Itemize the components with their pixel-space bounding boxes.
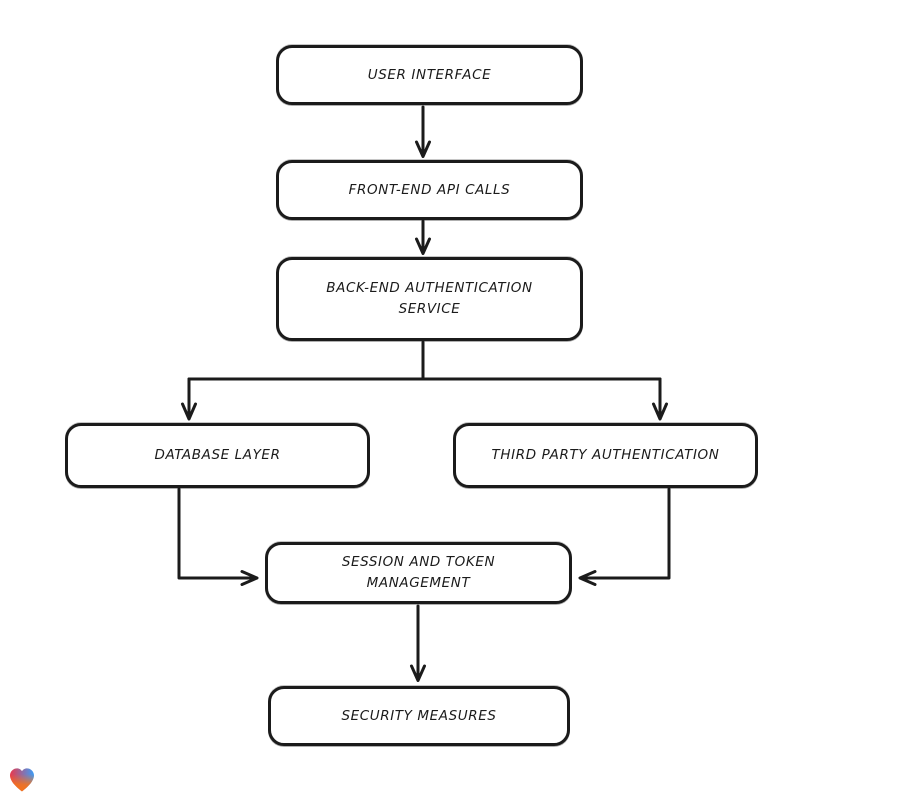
gradient-heart-icon xyxy=(10,768,34,792)
arrowhead-down-icon xyxy=(181,402,197,421)
node-third-party-authentication-label: THIRD PARTY AUTHENTICATION xyxy=(491,447,720,464)
arrowhead-down-icon xyxy=(415,237,431,255)
node-session-and-token-management-label: SESSION AND TOKEN MANAGEMENT xyxy=(341,554,496,591)
node-session-and-token-management: SESSION AND TOKEN MANAGEMENT xyxy=(265,542,572,604)
edge-line xyxy=(582,487,671,580)
lovable-badge[interactable] xyxy=(6,762,38,796)
edge-branch-to-database-layer xyxy=(181,377,197,421)
node-user-interface-label: USER INTERFACE xyxy=(367,66,492,83)
node-front-end-api-calls-label: FRONT-END API CALLS xyxy=(348,181,511,198)
edge-third-party-to-session-management xyxy=(578,487,671,586)
node-third-party-authentication: THIRD PARTY AUTHENTICATION xyxy=(453,423,758,488)
node-security-measures: SECURITY MEASURES xyxy=(268,686,570,746)
node-back-end-authentication-service-label: BACK-END AUTHENTICATION SERVICE xyxy=(326,280,533,317)
edge-line xyxy=(187,340,662,381)
arrowhead-left-icon xyxy=(578,570,597,586)
edge-user-interface-to-front-end-api-calls xyxy=(415,105,431,158)
edge-database-layer-to-session-management xyxy=(177,487,259,586)
arrowhead-down-icon xyxy=(652,402,668,421)
node-user-interface: USER INTERFACE xyxy=(276,45,583,105)
node-database-layer-label: DATABASE LAYER xyxy=(154,447,281,464)
node-database-layer: DATABASE LAYER xyxy=(65,423,370,488)
edge-back-end-auth-branch xyxy=(187,340,662,381)
node-front-end-api-calls: FRONT-END API CALLS xyxy=(276,160,583,220)
edge-front-end-api-calls-to-back-end-auth xyxy=(415,219,431,255)
edge-session-management-to-security-measures xyxy=(410,604,426,682)
edge-line xyxy=(177,487,256,580)
node-security-measures-label: SECURITY MEASURES xyxy=(341,707,497,724)
edge-branch-to-third-party-authentication xyxy=(652,377,668,421)
node-back-end-authentication-service: BACK-END AUTHENTICATION SERVICE xyxy=(276,257,583,341)
arrowhead-down-icon xyxy=(415,140,431,158)
arrowhead-down-icon xyxy=(410,664,426,682)
arrowhead-right-icon xyxy=(240,570,259,586)
